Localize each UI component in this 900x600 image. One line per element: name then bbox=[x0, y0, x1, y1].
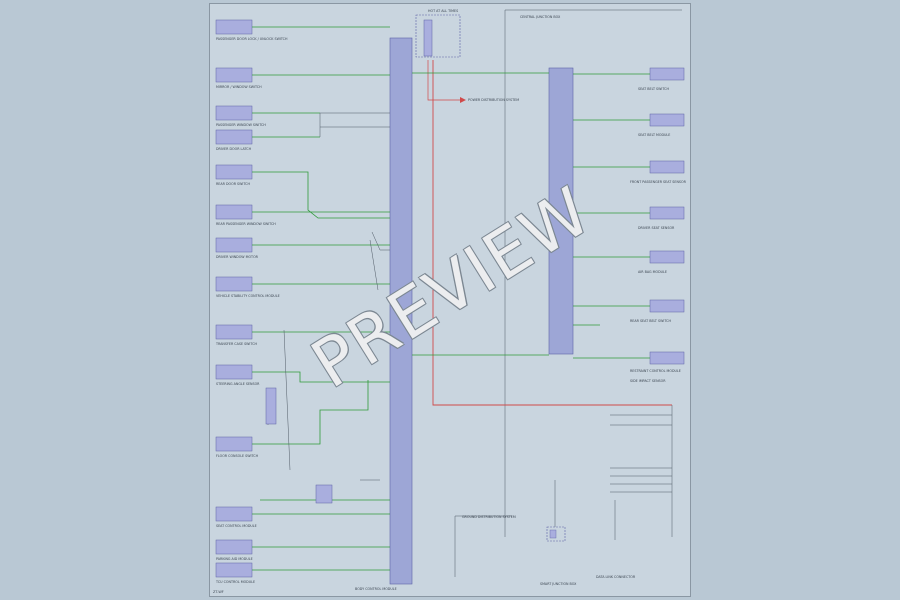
right-module-group bbox=[649, 67, 685, 365]
main-bus bbox=[389, 37, 413, 585]
left-module-12[interactable] bbox=[215, 506, 253, 522]
ground-label: GROUND DISTRIBUTION SYSTEM bbox=[462, 515, 516, 519]
bottom-right-label: DATA LINK CONNECTOR bbox=[596, 575, 636, 579]
left-label-1: PASSENGER DOOR LOCK / UNLOCK SWITCH bbox=[216, 37, 288, 41]
left-label-9: TRANSFER CASE SWITCH bbox=[215, 342, 258, 346]
right-label-5: AIR BAG MODULE bbox=[638, 270, 667, 274]
right-label-8: SIDE IMPACT SENSOR bbox=[630, 379, 666, 383]
right-module-1[interactable] bbox=[649, 67, 685, 81]
left-module-group bbox=[215, 19, 253, 578]
right-label-6: REAR SEAT BELT SWITCH bbox=[630, 319, 671, 323]
right-module-6[interactable] bbox=[649, 299, 685, 313]
left-label-13: PARKING AID MODULE bbox=[216, 557, 253, 561]
distribution-label: POWER DISTRIBUTION SYSTEM bbox=[468, 98, 519, 102]
left-label-12: SEAT CONTROL MODULE bbox=[216, 524, 257, 528]
top-fuse-box bbox=[415, 14, 461, 58]
left-module-1[interactable] bbox=[215, 19, 253, 35]
right-module-4[interactable] bbox=[649, 206, 685, 220]
left-module-6[interactable] bbox=[215, 204, 253, 220]
left-label-4: DRIVER DOOR LATCH bbox=[216, 147, 252, 151]
left-label-10: STEERING ANGLE SENSOR bbox=[216, 382, 260, 386]
right-module-7[interactable] bbox=[649, 351, 685, 365]
right-label-3: FRONT PASSENGER SEAT SENSOR bbox=[630, 180, 687, 184]
left-label-2: MIRROR / WINDOW SWITCH bbox=[216, 85, 262, 89]
left-module-11[interactable] bbox=[215, 436, 253, 452]
right-label-4: DRIVER SEAT SENSOR bbox=[638, 226, 675, 230]
bottom-mid-label: SMART JUNCTION BOX bbox=[540, 582, 577, 586]
mid-connector-block bbox=[265, 387, 277, 425]
left-module-2[interactable] bbox=[215, 67, 253, 83]
left-module-13[interactable] bbox=[215, 539, 253, 555]
left-label-8: VEHICLE STABILITY CONTROL MODULE bbox=[216, 294, 280, 298]
top-box-label: HOT AT ALL TIMES bbox=[428, 9, 458, 13]
top-right-box-label: CENTRAL JUNCTION BOX bbox=[520, 15, 561, 19]
left-label-6: REAR PASSENGER WINDOW SWITCH bbox=[216, 222, 276, 226]
right-module-3[interactable] bbox=[649, 160, 685, 174]
right-label-1: SEAT BELT SWITCH bbox=[638, 87, 669, 91]
left-module-8[interactable] bbox=[215, 276, 253, 292]
left-module-9[interactable] bbox=[215, 324, 253, 340]
right-label-2: SEAT BELT MODULE bbox=[638, 133, 670, 137]
left-module-14[interactable] bbox=[215, 562, 253, 578]
left-label-14: TCU CONTROL MODULE bbox=[215, 580, 255, 584]
diagram-frame bbox=[209, 3, 691, 597]
left-module-3[interactable] bbox=[215, 105, 253, 121]
right-edge-pins bbox=[610, 405, 673, 537]
left-module-7[interactable] bbox=[215, 237, 253, 253]
right-label-7: RESTRAINT CONTROL MODULE bbox=[630, 369, 681, 373]
connector-bar bbox=[548, 67, 574, 355]
right-wires bbox=[573, 73, 650, 359]
power-wire bbox=[432, 60, 672, 406]
smart-junction-box bbox=[546, 526, 566, 542]
left-label-5: REAR DOOR SWITCH bbox=[216, 182, 250, 186]
bus-bottom-label: BODY CONTROL MODULE bbox=[355, 587, 397, 591]
left-label-7: DRIVER WINDOW MOTOR bbox=[216, 255, 259, 259]
left-label-11: FLOOR CONSOLE SWITCH bbox=[216, 454, 259, 458]
grey-wires bbox=[267, 112, 616, 577]
smart-junction-module bbox=[549, 529, 557, 539]
left-module-10[interactable] bbox=[215, 364, 253, 380]
right-module-2[interactable] bbox=[649, 113, 685, 127]
distribution-arrow bbox=[460, 97, 466, 103]
top-fuse-module bbox=[423, 19, 433, 57]
right-module-5[interactable] bbox=[649, 250, 685, 264]
left-module-4[interactable] bbox=[215, 129, 253, 145]
left-label-3: PASSENGER WINDOW SWITCH bbox=[216, 123, 266, 127]
bottom-junction-box bbox=[315, 484, 333, 504]
left-module-5[interactable] bbox=[215, 164, 253, 180]
page-id: ZT-WF bbox=[213, 590, 224, 594]
